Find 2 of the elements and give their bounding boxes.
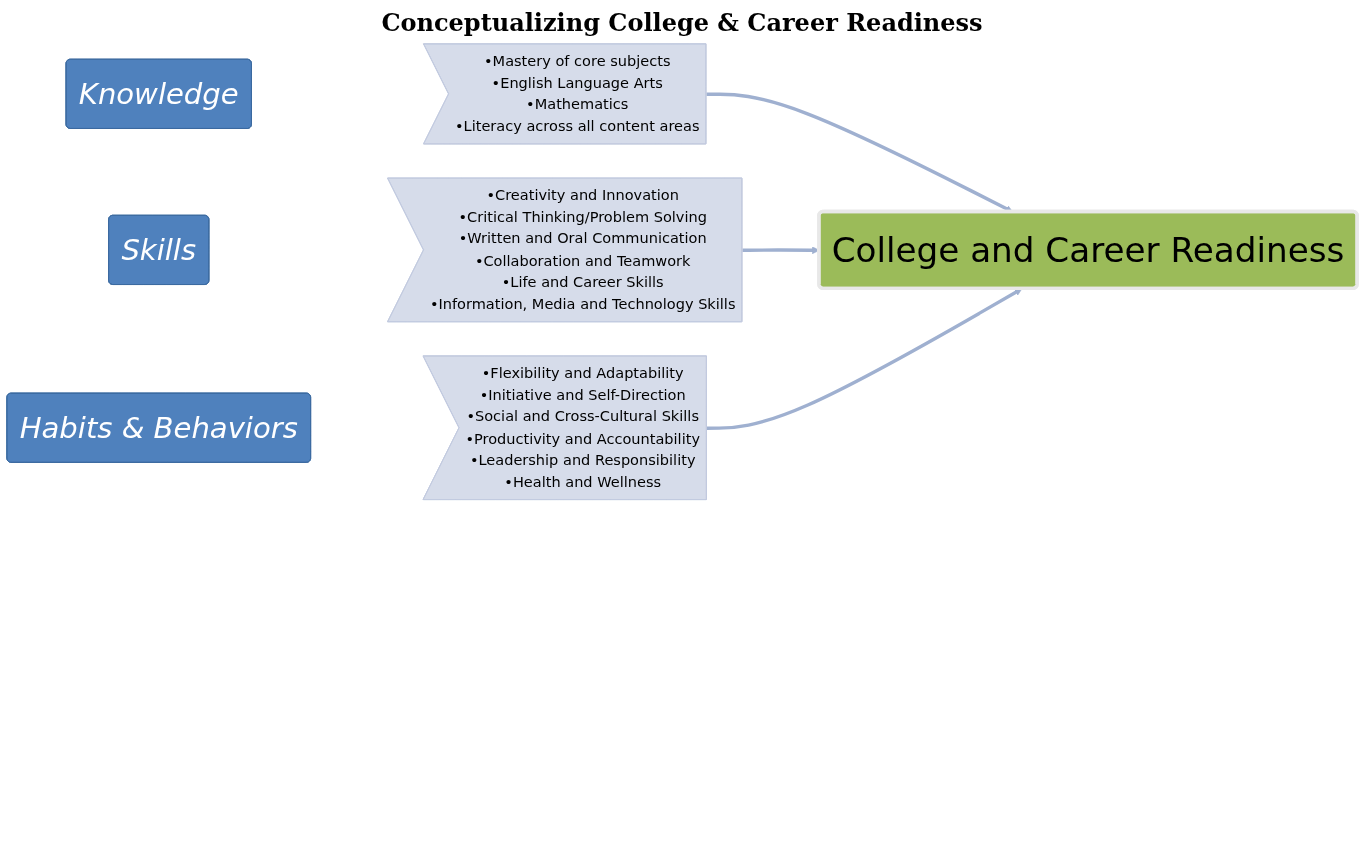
arrow: [706, 288, 1023, 430]
title: Conceptualizing College & Career Readiness: [380, 8, 984, 37]
